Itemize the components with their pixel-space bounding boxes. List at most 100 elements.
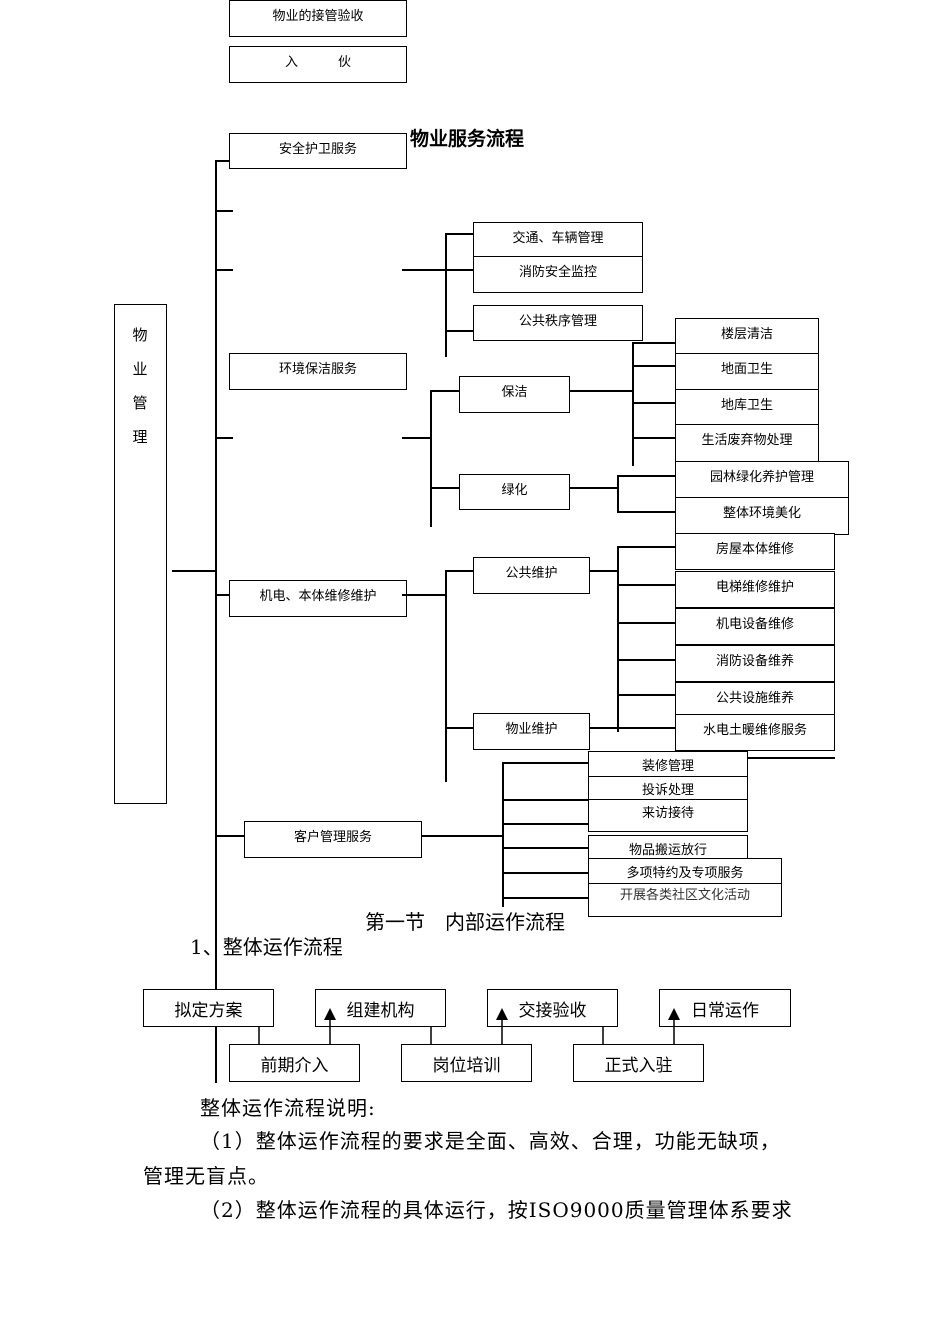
- trunk-line: [215, 160, 217, 1083]
- maintenance-item: 电梯维修维护: [675, 571, 835, 608]
- connector: [502, 799, 588, 801]
- baojie-item-label: 楼层清洁: [720, 327, 773, 342]
- connector: [632, 437, 675, 439]
- property-maintenance-box: 物业维护: [473, 713, 590, 750]
- description-p1-line2: 管理无盲点。: [143, 1164, 269, 1188]
- connector: [402, 594, 445, 596]
- maintenance-item: 机电设备维修: [675, 608, 835, 645]
- connector: [632, 402, 675, 404]
- flow-step-label: 正式入驻: [604, 1056, 673, 1076]
- connector: [502, 847, 588, 849]
- customer-item-label: 开展各类社区文化活动: [619, 888, 750, 903]
- connector: [502, 762, 504, 907]
- connector: [502, 762, 588, 764]
- description-heading: 整体运作流程说明:: [200, 1096, 376, 1120]
- connector: [445, 233, 447, 357]
- connector: [172, 570, 215, 572]
- connector: [590, 570, 618, 572]
- customer-item-label: 投诉处理: [641, 783, 694, 798]
- customer-item: 多项特约及专项服务: [588, 858, 782, 884]
- connector: [617, 584, 675, 586]
- baojie-label: 保洁: [501, 385, 528, 400]
- flow-step-label: 日常运作: [691, 1001, 759, 1021]
- maintenance-item-label: 公共设施维养: [715, 691, 794, 706]
- takeover-label: 物业的接管验收: [272, 9, 364, 24]
- flow-step-label: 组建机构: [346, 1001, 415, 1021]
- security-item: 交通、车辆管理: [473, 222, 643, 258]
- customer-item: 物品搬运放行: [588, 835, 748, 860]
- flow-step-plan: 拟定方案: [143, 989, 274, 1027]
- baojie-item-label: 生活废弃物处理: [701, 433, 793, 448]
- baojie-box: 保洁: [459, 376, 570, 413]
- security-item: 消防安全监控: [473, 256, 643, 293]
- root-char: 理: [132, 428, 148, 446]
- baojie-item-label: 地库卫生: [720, 398, 773, 413]
- lvhua-box: 绿化: [459, 474, 570, 510]
- description-p2: （2）整体运作流程的具体运行，按ISO9000质量管理体系要求: [200, 1198, 793, 1222]
- flow-step-daily: 日常运作: [659, 989, 791, 1027]
- security-item-label: 公共秩序管理: [518, 314, 597, 329]
- customer-item: 投诉处理: [588, 776, 748, 800]
- maintenance-item-label: 房屋本体维修: [715, 542, 794, 557]
- connector: [632, 365, 675, 367]
- connector: [445, 233, 473, 235]
- maintenance-item-label: 机电设备维修: [715, 617, 794, 632]
- lvhua-item: 园林绿化养护管理: [675, 461, 849, 498]
- security-item-label: 交通、车辆管理: [512, 231, 604, 246]
- connector: [215, 160, 229, 162]
- connector: [570, 487, 618, 489]
- connector: [590, 727, 618, 729]
- security-label: 安全护卫服务: [278, 142, 357, 157]
- customer-item: 来访接待: [588, 798, 748, 832]
- connector: [215, 269, 233, 271]
- flow-step-label: 岗位培训: [432, 1056, 501, 1076]
- subsection-title: 1、整体运作流程: [190, 935, 343, 959]
- flow-step-label: 拟定方案: [174, 1001, 243, 1021]
- lvhua-item: 整体环境美化: [675, 497, 849, 535]
- connector: [445, 330, 473, 332]
- security-service-box: 安全护卫服务: [229, 133, 407, 169]
- public-maintenance-label: 公共维护: [505, 566, 558, 581]
- baojie-item: 地库卫生: [675, 389, 819, 426]
- divider: [675, 757, 835, 759]
- maintenance-item: 消防设备维养: [675, 645, 835, 682]
- chart-title: 物业服务流程: [410, 128, 525, 150]
- connector: [617, 475, 619, 512]
- maintenance-item: 公共设施维养: [675, 682, 835, 715]
- flow-step-handover: 交接验收: [487, 989, 618, 1027]
- connector: [570, 390, 632, 392]
- lvhua-label: 绿化: [501, 483, 528, 498]
- maintenance-item-label: 电梯维修维护: [715, 580, 794, 595]
- lvhua-item-label: 整体环境美化: [722, 506, 801, 521]
- connector: [402, 437, 431, 439]
- root-char: 物: [132, 326, 148, 344]
- connector: [445, 269, 473, 271]
- connector: [215, 835, 244, 837]
- property-maintenance-label: 物业维护: [505, 722, 558, 737]
- connector: [430, 390, 432, 527]
- connector: [445, 570, 473, 572]
- maintenance-item: 房屋本体维修: [675, 533, 835, 570]
- cleaning-service-box: 环境保洁服务: [229, 353, 407, 390]
- baojie-item: 楼层清洁: [675, 318, 819, 355]
- connector: [215, 594, 229, 596]
- connector: [502, 897, 588, 899]
- connector: [430, 487, 459, 489]
- connector: [215, 437, 233, 439]
- baojie-item-label: 地面卫生: [720, 362, 773, 377]
- security-item: 公共秩序管理: [473, 305, 643, 341]
- connector: [422, 835, 502, 837]
- security-item-label: 消防安全监控: [518, 265, 597, 280]
- takeover-box: 物业的接管验收: [229, 0, 407, 37]
- flow-step-entry: 正式入驻: [573, 1044, 704, 1082]
- connector: [502, 872, 588, 874]
- customer-label: 客户管理服务: [293, 830, 372, 845]
- customer-item-label: 多项特约及专项服务: [626, 866, 744, 881]
- connector: [430, 390, 459, 392]
- connector: [617, 727, 675, 729]
- lvhua-item-label: 园林绿化养护管理: [709, 470, 814, 485]
- connector: [215, 210, 233, 212]
- maintenance-service-box: 机电、本体维修维护: [229, 580, 407, 617]
- public-maintenance-box: 公共维护: [473, 557, 590, 594]
